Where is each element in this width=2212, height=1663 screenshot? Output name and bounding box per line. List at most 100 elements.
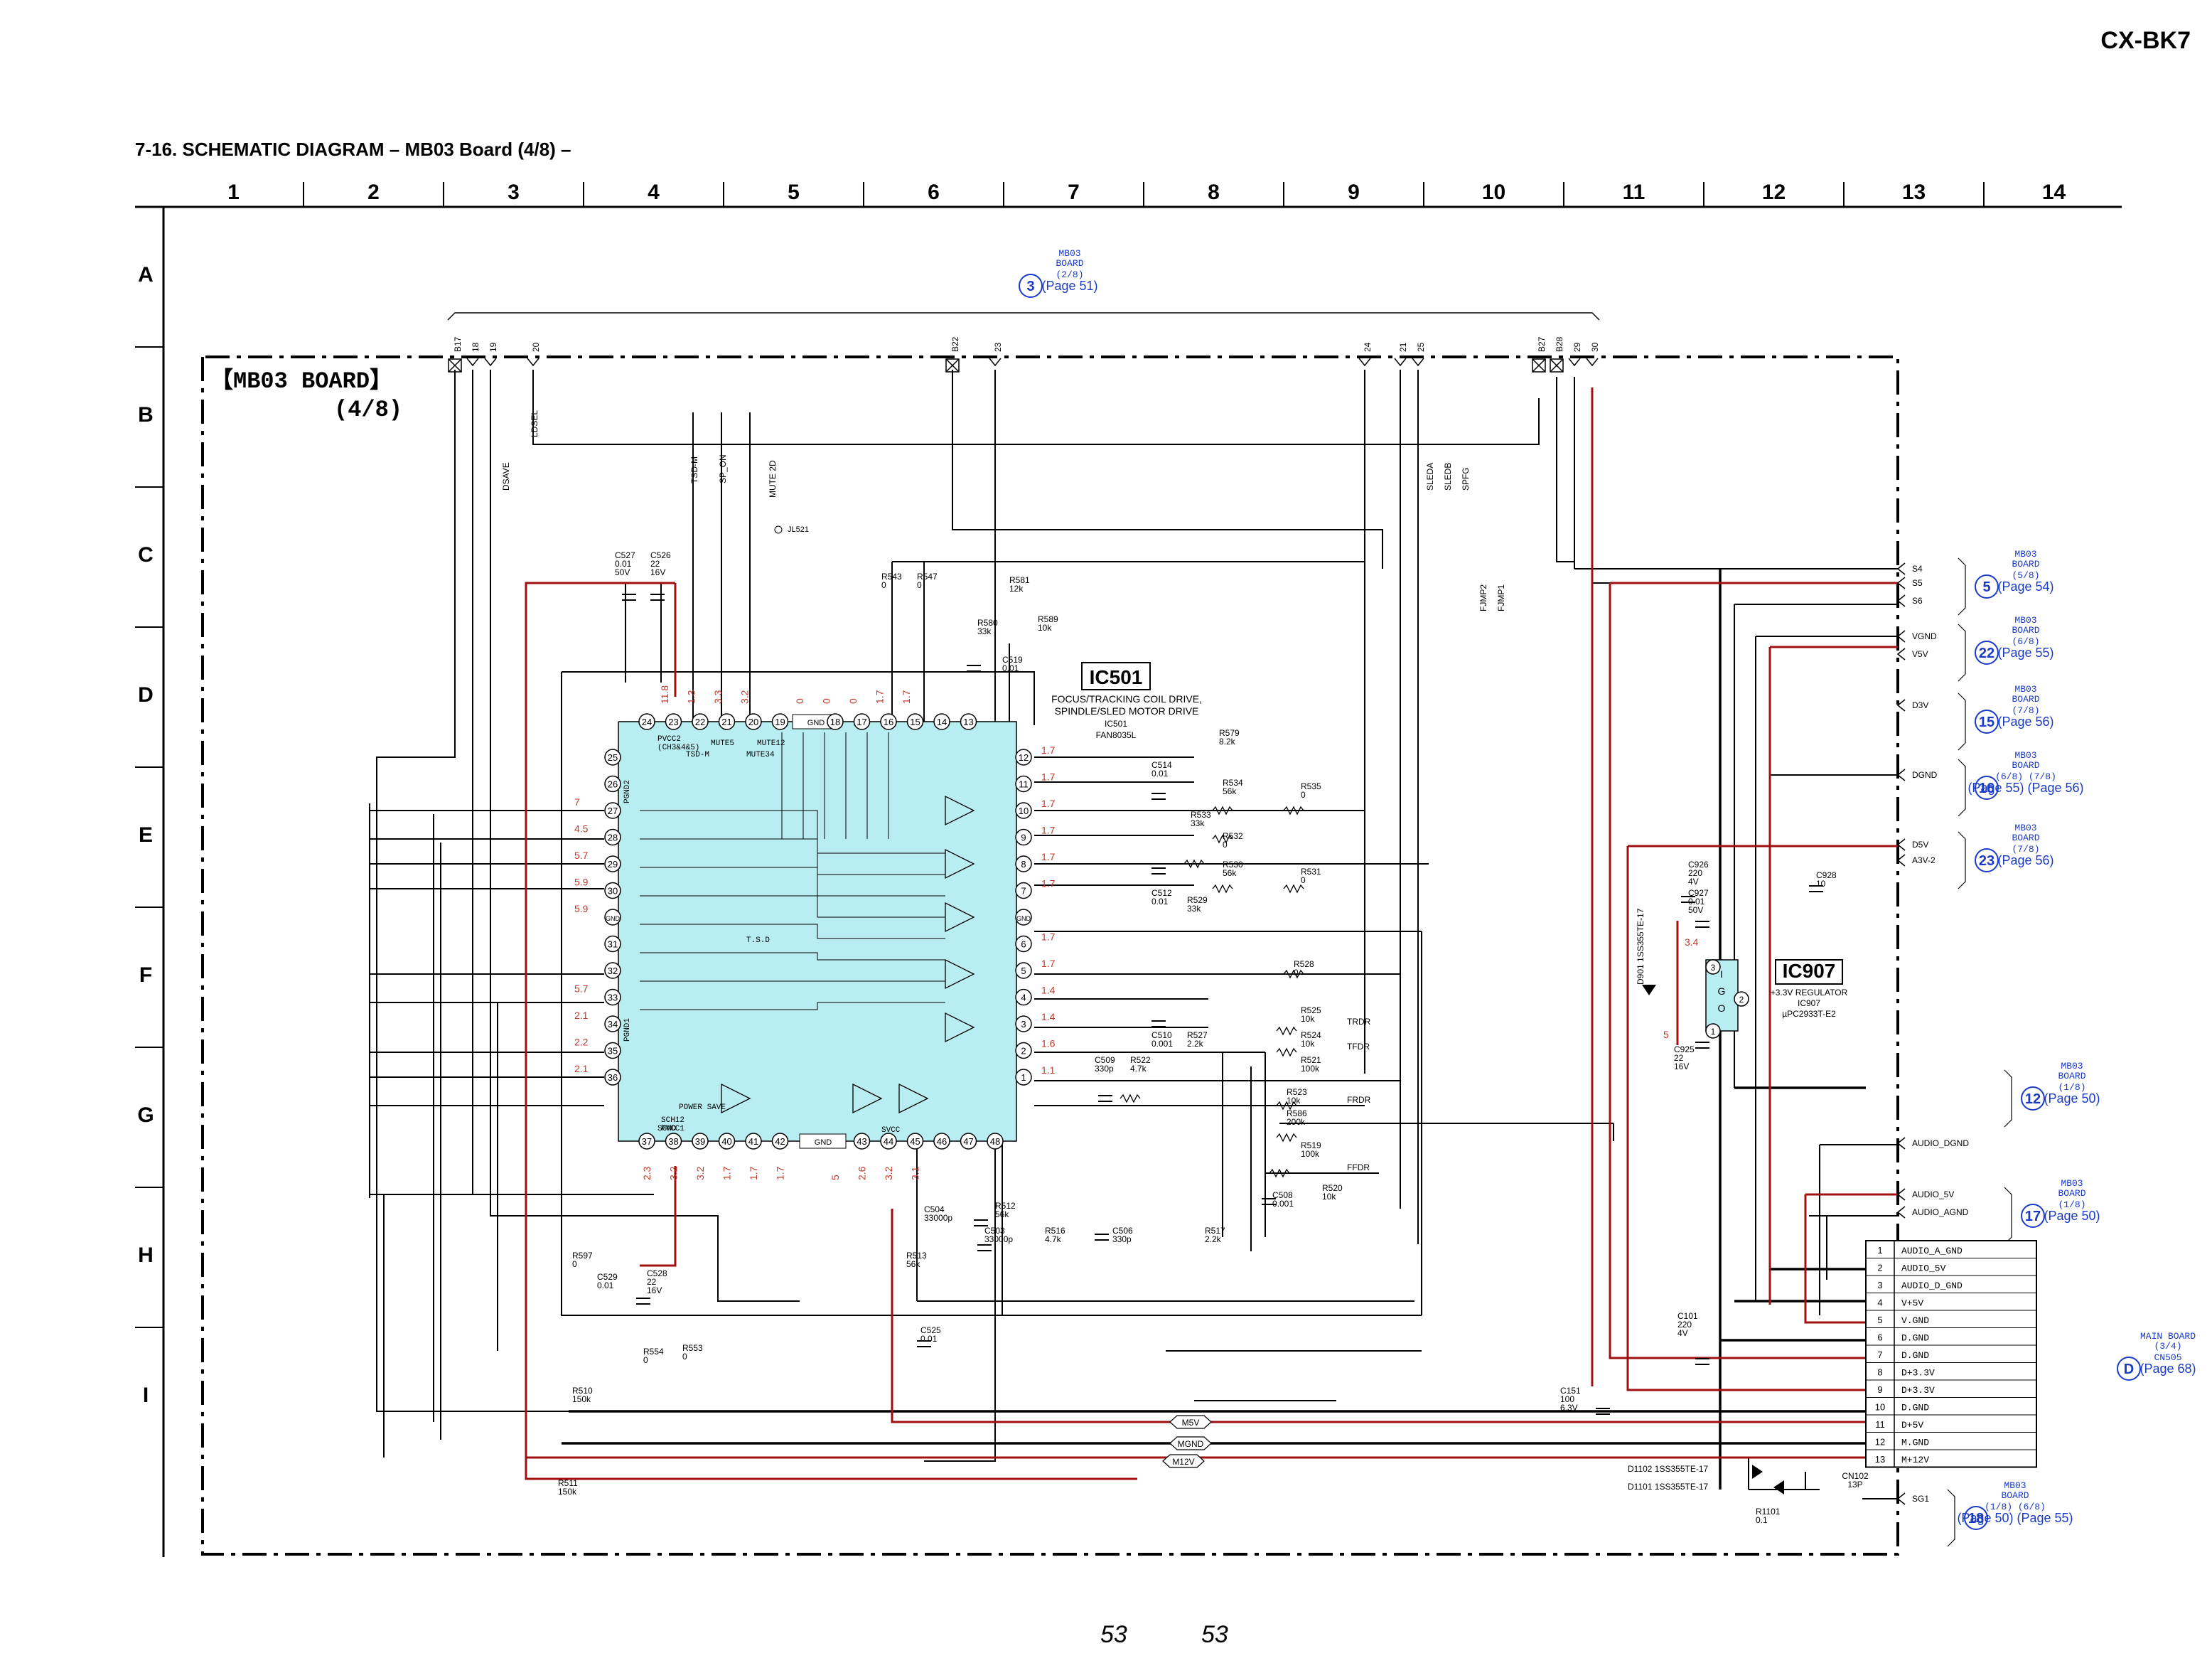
connector-pin-label: 30 — [1590, 342, 1600, 352]
diode-label: D901 1SS355TE-17 — [1636, 908, 1645, 985]
offpage-marker — [1975, 710, 1999, 734]
pin-arrow — [1412, 358, 1424, 367]
component-ref: R543 — [881, 572, 902, 582]
offpage-page: (Page 55) (Page 56) — [1967, 781, 2083, 795]
net-arrow — [1896, 648, 1906, 661]
cn102-pin-number: 4 — [1877, 1298, 1882, 1308]
cn102-pin-name: V.GND — [1901, 1315, 1929, 1326]
ic-pin — [1015, 1042, 1032, 1059]
offpage-number: 15 — [1979, 715, 1994, 730]
component-value: 2.2k — [1205, 1234, 1222, 1244]
offpage-line: MB03 — [2014, 615, 2036, 626]
component-value: 220 — [1688, 868, 1702, 878]
ic-pin — [827, 713, 844, 730]
offpage-line: MB03 — [1058, 248, 1080, 259]
signal-label: SLEDB — [1443, 463, 1453, 491]
ic-pin — [718, 1133, 736, 1150]
ic907-desc: +3.3V REGULATOR — [1771, 988, 1848, 998]
cn102-pin-name: D.GND — [1901, 1333, 1929, 1344]
ic501-name-box — [1081, 662, 1151, 690]
net-label: TRDR — [1347, 1017, 1371, 1027]
test-point-label: JL521 — [788, 525, 809, 534]
voltage: 1.7 — [775, 1166, 786, 1180]
offpage-marker — [1975, 641, 1999, 665]
net-arrow — [1896, 854, 1906, 867]
component-ref: C927 — [1688, 888, 1709, 898]
offpage-page: (Page 50) (Page 55) — [1957, 1511, 2073, 1525]
model-name: CX-BK7 — [2100, 27, 2191, 54]
signal-label: SLEDA — [1425, 463, 1435, 491]
ic-pin — [853, 1133, 871, 1150]
ic-pin — [1015, 1015, 1032, 1032]
cn102-value: 13P — [1847, 1480, 1862, 1490]
ic-pin — [987, 1133, 1004, 1150]
ic-pin-number: 44 — [884, 1136, 893, 1147]
component-ref: R520 — [1322, 1183, 1343, 1193]
ic-pin-number: 3 — [1021, 1019, 1026, 1030]
component-value: 100k — [1301, 1064, 1320, 1074]
cn102-pin-number: 8 — [1877, 1367, 1882, 1378]
component-value: 2.2k — [1187, 1039, 1204, 1049]
resistor-symbol — [1212, 884, 1233, 894]
component-value: 0 — [881, 580, 886, 590]
ic-inner-label: (CH3&4&5) — [657, 744, 699, 752]
resistor-symbol — [1276, 1101, 1297, 1111]
offpage-page: (Page 50) — [2044, 1209, 2100, 1223]
cn102-ref: CN102 — [1842, 1471, 1869, 1481]
grid-row-label: G — [137, 1103, 154, 1127]
net-name: SG1 — [1912, 1494, 1929, 1504]
offpage-marker — [2021, 1204, 2045, 1228]
net-name: D3V — [1912, 700, 1928, 710]
cn102-pin-name: M+12V — [1901, 1455, 1929, 1465]
voltage: 1.7 — [1041, 958, 1056, 969]
grid-row-label: F — [139, 963, 152, 987]
offpage-line: (7/8) — [2012, 705, 2039, 716]
ic-pin — [718, 713, 736, 730]
connector-pin-label: 21 — [1398, 342, 1408, 352]
component-ref: C528 — [647, 1268, 667, 1278]
voltage: 1.7 — [748, 1166, 759, 1180]
cn102-pin-name: D+5V — [1901, 1420, 1923, 1431]
offpage-line: MB03 — [2014, 549, 2036, 560]
ic-pin — [604, 909, 621, 926]
component-rating: 16V — [1674, 1062, 1689, 1071]
component-value: 10k — [1287, 1096, 1301, 1106]
component-ref: R516 — [1045, 1226, 1065, 1236]
component-value: 22 — [647, 1277, 657, 1287]
ic-pin-number: 29 — [608, 859, 618, 870]
grid-row-label: C — [138, 543, 154, 567]
component-ref: R533 — [1191, 810, 1211, 820]
component-value: 0 — [572, 1259, 577, 1269]
voltage: 1.4 — [1041, 1011, 1056, 1022]
resistor-symbol — [1276, 1026, 1297, 1036]
offpage-line: BOARD — [2058, 1188, 2085, 1199]
voltage: 0 — [794, 698, 805, 704]
component-value: 0 — [682, 1352, 687, 1362]
net-arrow — [1896, 577, 1906, 589]
grid-row-label: B — [138, 403, 154, 427]
ic-pin — [1015, 962, 1032, 979]
ic-pin-number: 11 — [1019, 779, 1029, 790]
component-ref: R510 — [572, 1386, 593, 1396]
net-arrow — [1896, 1137, 1906, 1150]
net-name: A3V-2 — [1912, 855, 1936, 865]
component-ref: C151 — [1560, 1386, 1581, 1396]
resistor-symbol — [1283, 969, 1304, 979]
offpage-marker — [1975, 574, 1999, 599]
component-value: 4.7k — [1130, 1064, 1147, 1074]
offpage-line: MB03 — [2061, 1061, 2083, 1071]
ic-pin-number: 37 — [642, 1136, 652, 1147]
component-value: 150k — [558, 1487, 577, 1497]
offpage-line: MB03 — [2014, 750, 2036, 761]
connector-pin-label: B17 — [453, 336, 463, 352]
component-value: 0.01 — [1151, 897, 1169, 907]
offpage-marker — [1975, 776, 1999, 800]
